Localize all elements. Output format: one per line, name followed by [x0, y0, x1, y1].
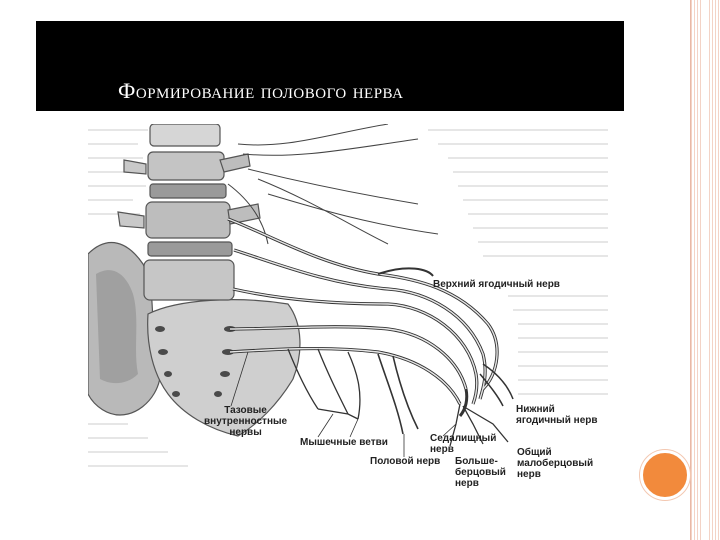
decorative-orange-circle [640, 450, 690, 500]
label-tibial-nerve: Больше- берцовый нерв [455, 456, 506, 489]
upper-nerve-fibers [227, 124, 439, 245]
lumbar-vertebrae [117, 124, 261, 301]
label-superior-gluteal-text: Верхний ягодичный нерв [433, 279, 560, 290]
label-line: Больше- [455, 456, 498, 467]
decorative-side-border-gap [703, 0, 707, 540]
label-line: Нижний [516, 404, 555, 415]
muscular-branches [287, 348, 361, 420]
label-line: нерв [430, 444, 454, 455]
label-line: нерв [455, 478, 479, 489]
pudendal-nerve [377, 353, 419, 435]
label-superior-gluteal-nerve: Верхний ягодичный нерв [433, 279, 560, 290]
label-line: ягодичный нерв [516, 415, 598, 426]
label-inferior-gluteal-nerve: Нижний ягодичный нерв [516, 404, 598, 426]
label-line: берцовый [455, 467, 506, 478]
ilium-shadow [96, 270, 138, 384]
label-common-peroneal-nerve: Общий малоберцовый нерв [517, 447, 593, 480]
label-muscular-branches: Мышечные ветви [300, 437, 388, 448]
label-line: нервы [229, 427, 262, 438]
background-text-texture [88, 129, 608, 467]
sacrum-bone [147, 299, 301, 437]
superior-gluteal-nerve [377, 267, 434, 277]
title-band [36, 21, 624, 111]
label-pudendal-nerve: Половой нерв [370, 456, 440, 467]
slide-title: Формирование полового нерва [118, 78, 404, 103]
label-pudendal-text: Половой нерв [370, 456, 441, 467]
label-line: Седалищный [430, 433, 497, 444]
label-line: Тазовые [224, 405, 267, 416]
anatomy-illustration [88, 124, 608, 496]
label-pointer-lines [230, 351, 457, 457]
label-sciatic-nerve: Седалищный нерв [430, 433, 496, 455]
sacral-plexus-nerves-inner [227, 218, 498, 405]
inferior-gluteal-nerve [479, 363, 514, 407]
label-muscular-text: Мышечные ветви [300, 437, 388, 448]
sciatic-nerve [458, 388, 469, 417]
label-line: внутренностные [204, 416, 288, 427]
label-line: малоберцовый [517, 458, 594, 469]
label-line: нерв [517, 469, 541, 480]
label-pelvic-splanchnic-nerves: Тазовые внутренностные нервы [204, 405, 287, 438]
label-line: Общий [517, 447, 552, 458]
